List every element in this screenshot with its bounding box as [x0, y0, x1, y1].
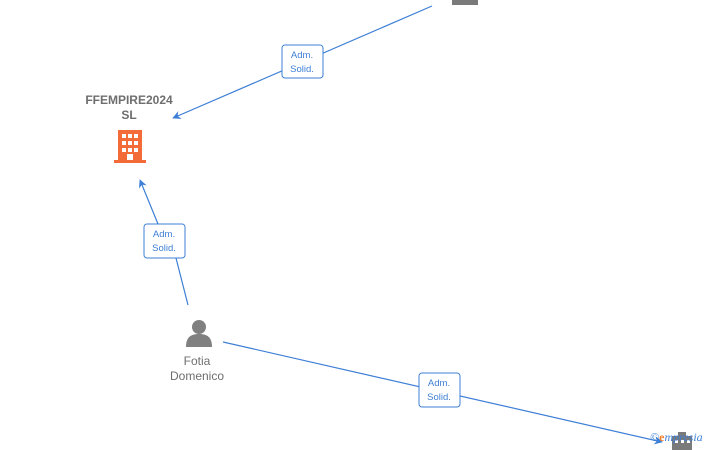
brand-initial: e — [659, 430, 665, 444]
edge-label-line1: Adm. — [153, 229, 175, 240]
person-name-line2: Domenico — [169, 369, 225, 383]
empresia-watermark: ©empresia — [650, 430, 703, 445]
edge-person-to-company: Adm. Solid. — [140, 180, 189, 306]
edge-label-box[interactable] — [281, 44, 324, 79]
building-icon[interactable] — [114, 130, 146, 163]
person-icon[interactable] — [186, 320, 212, 347]
building-icon-bottom[interactable] — [672, 432, 692, 450]
edge-label-box[interactable] — [418, 372, 461, 408]
edge-label-line2: Solid. — [290, 64, 314, 75]
company-name[interactable]: FFEMPIRE2024 SL — [70, 93, 188, 123]
edge-top-to-company: Adm. Solid. — [172, 5, 433, 119]
building-icon-top[interactable] — [452, 0, 478, 5]
company-name-line1: FFEMPIRE2024 — [85, 93, 173, 107]
edge-label-line1: Adm. — [291, 50, 313, 61]
copyright-symbol: © — [650, 430, 660, 444]
edge-label-line2: Solid. — [152, 243, 176, 254]
person-name[interactable]: Fotia Domenico — [150, 354, 244, 384]
person-name-line1: Fotia — [183, 354, 211, 368]
edge-label-line1: Adm. — [428, 378, 450, 389]
company-name-line2: SL — [121, 108, 137, 122]
edge-label-box[interactable] — [143, 223, 186, 259]
edge-person-to-bottom: Adm. Solid. — [222, 341, 663, 445]
edge-label-line2: Solid. — [427, 392, 451, 403]
brand-rest: mpresia — [664, 430, 703, 444]
